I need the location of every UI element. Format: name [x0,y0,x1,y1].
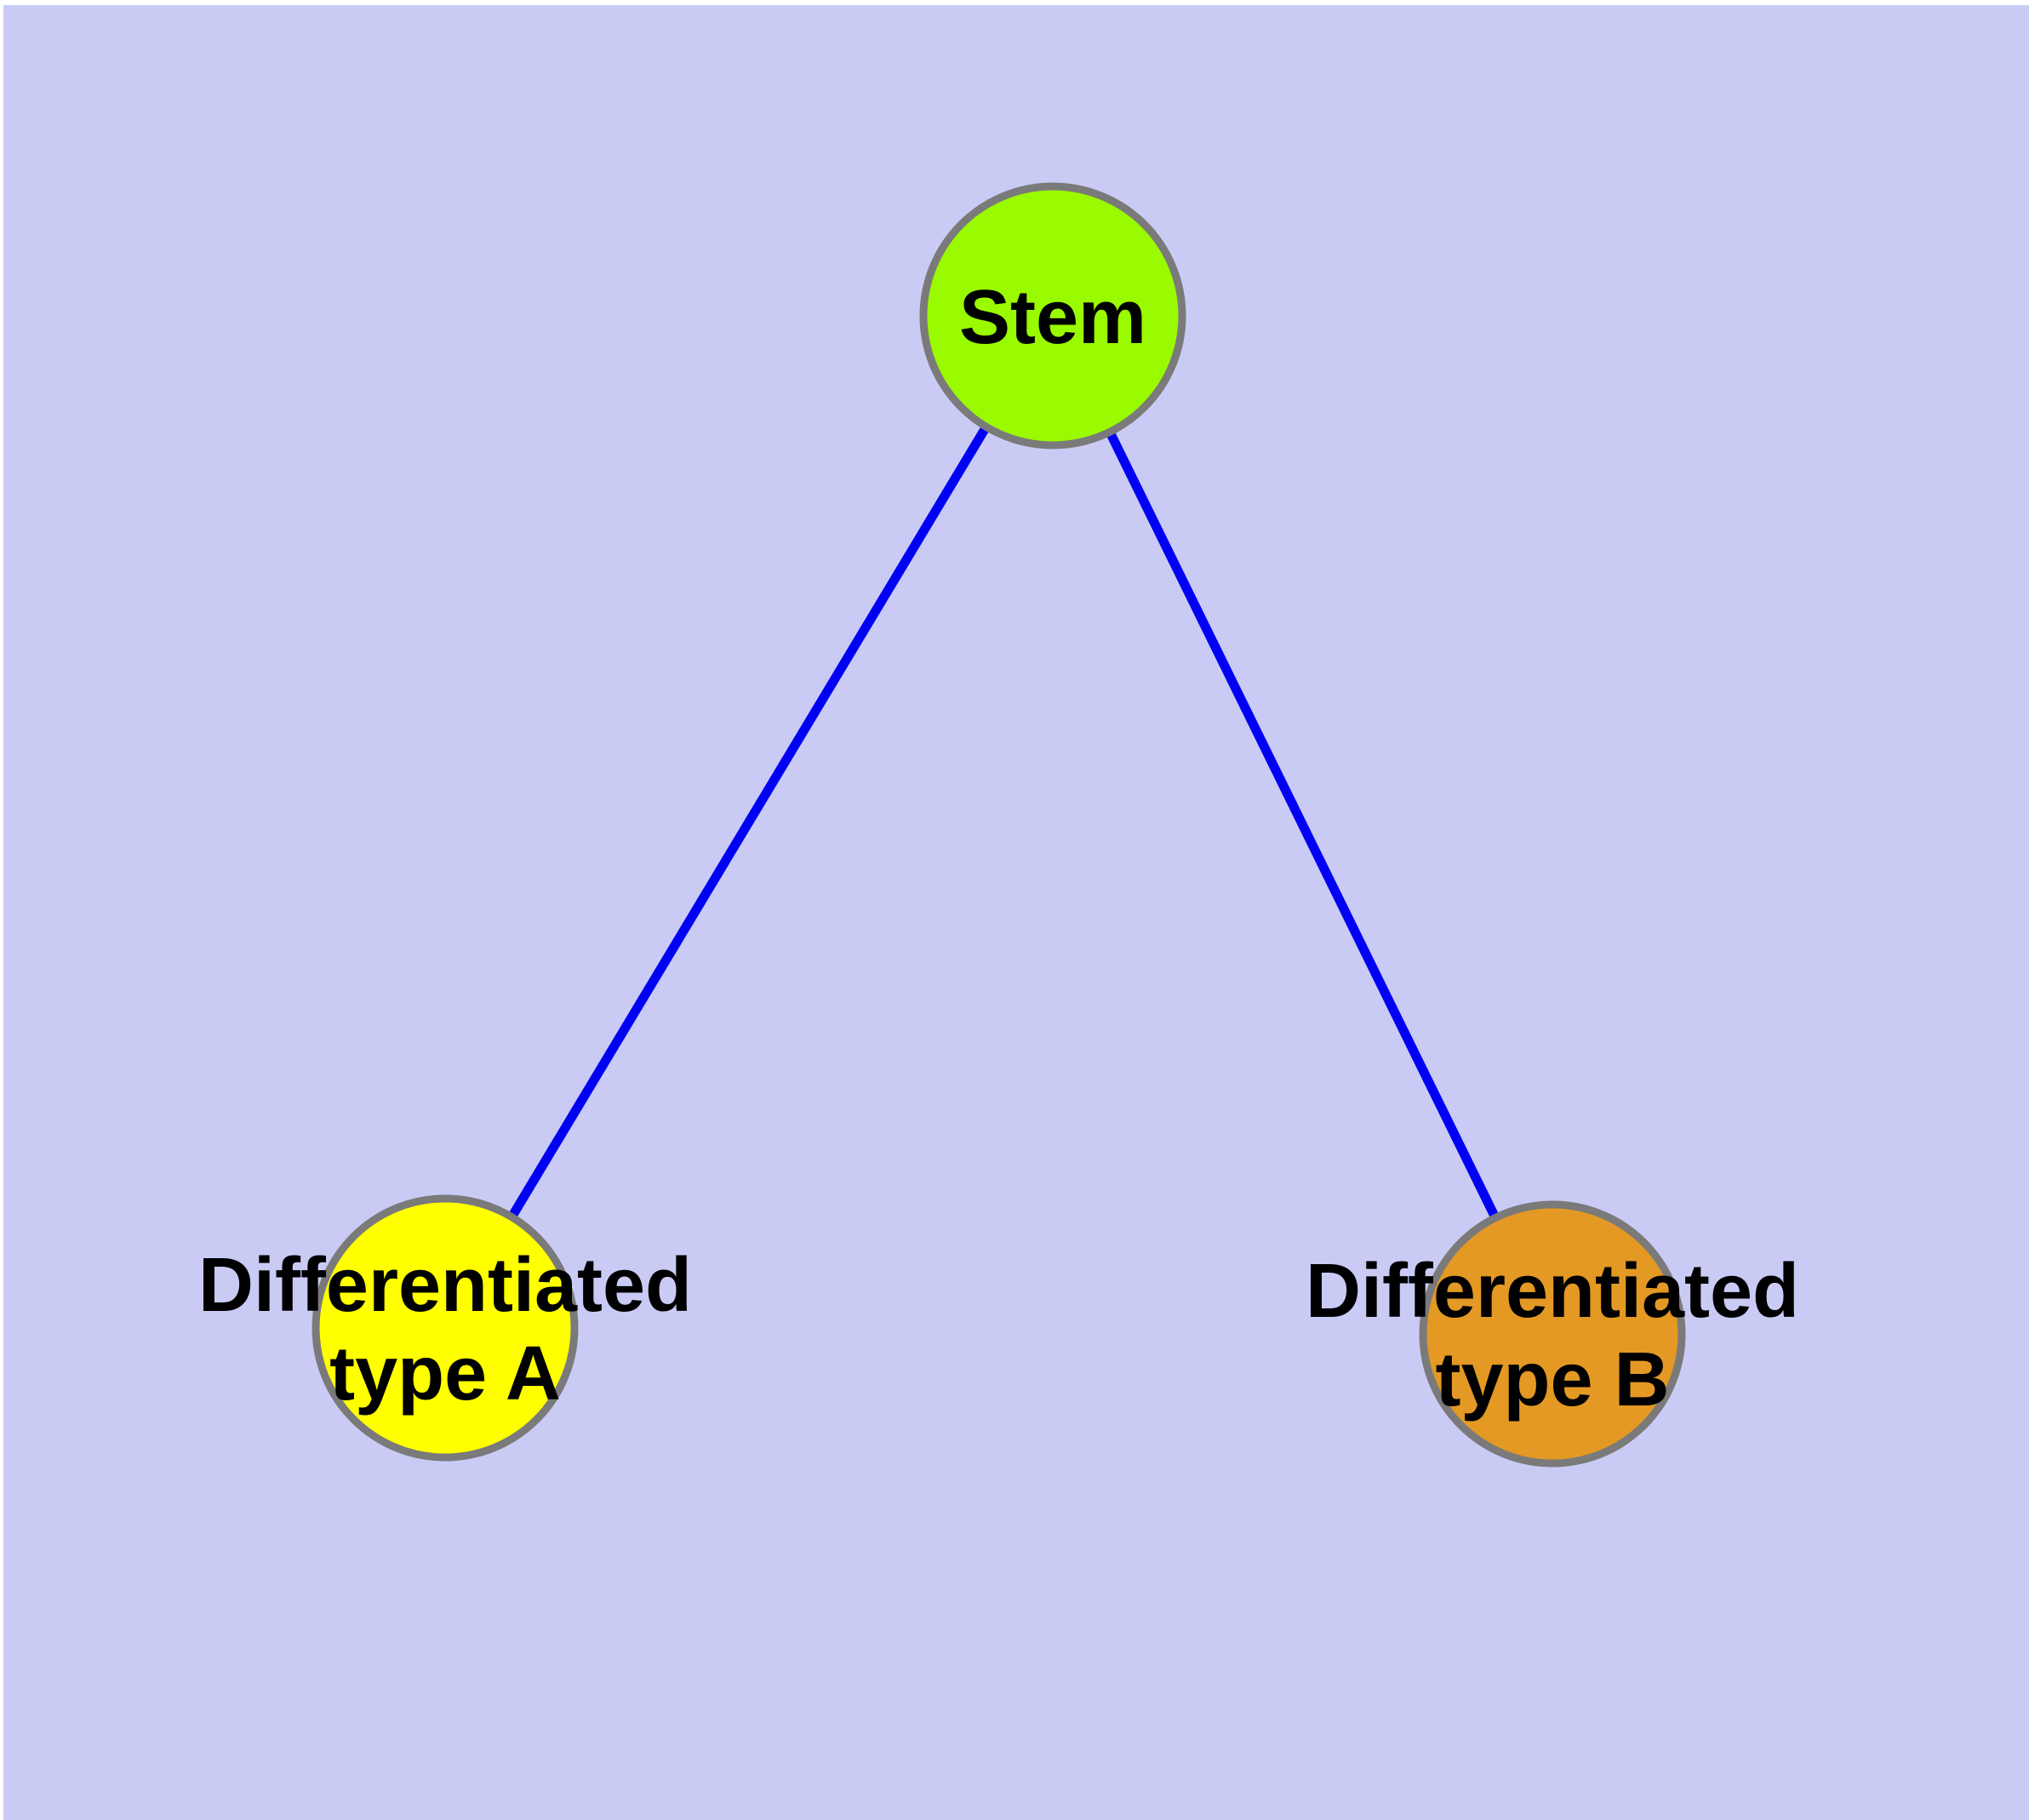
edge-stem-to-differentiated-type-b [1049,313,1557,1336]
edges-layer [441,313,1557,1336]
edge-stem-to-differentiated-type-a [441,313,1057,1331]
node-circle-differentiated-type-a[interactable] [311,1194,579,1462]
node-circle-stem[interactable] [919,182,1186,449]
node-stem[interactable]: Stem [919,182,1186,449]
node-circle-differentiated-type-b[interactable] [1419,1200,1686,1468]
